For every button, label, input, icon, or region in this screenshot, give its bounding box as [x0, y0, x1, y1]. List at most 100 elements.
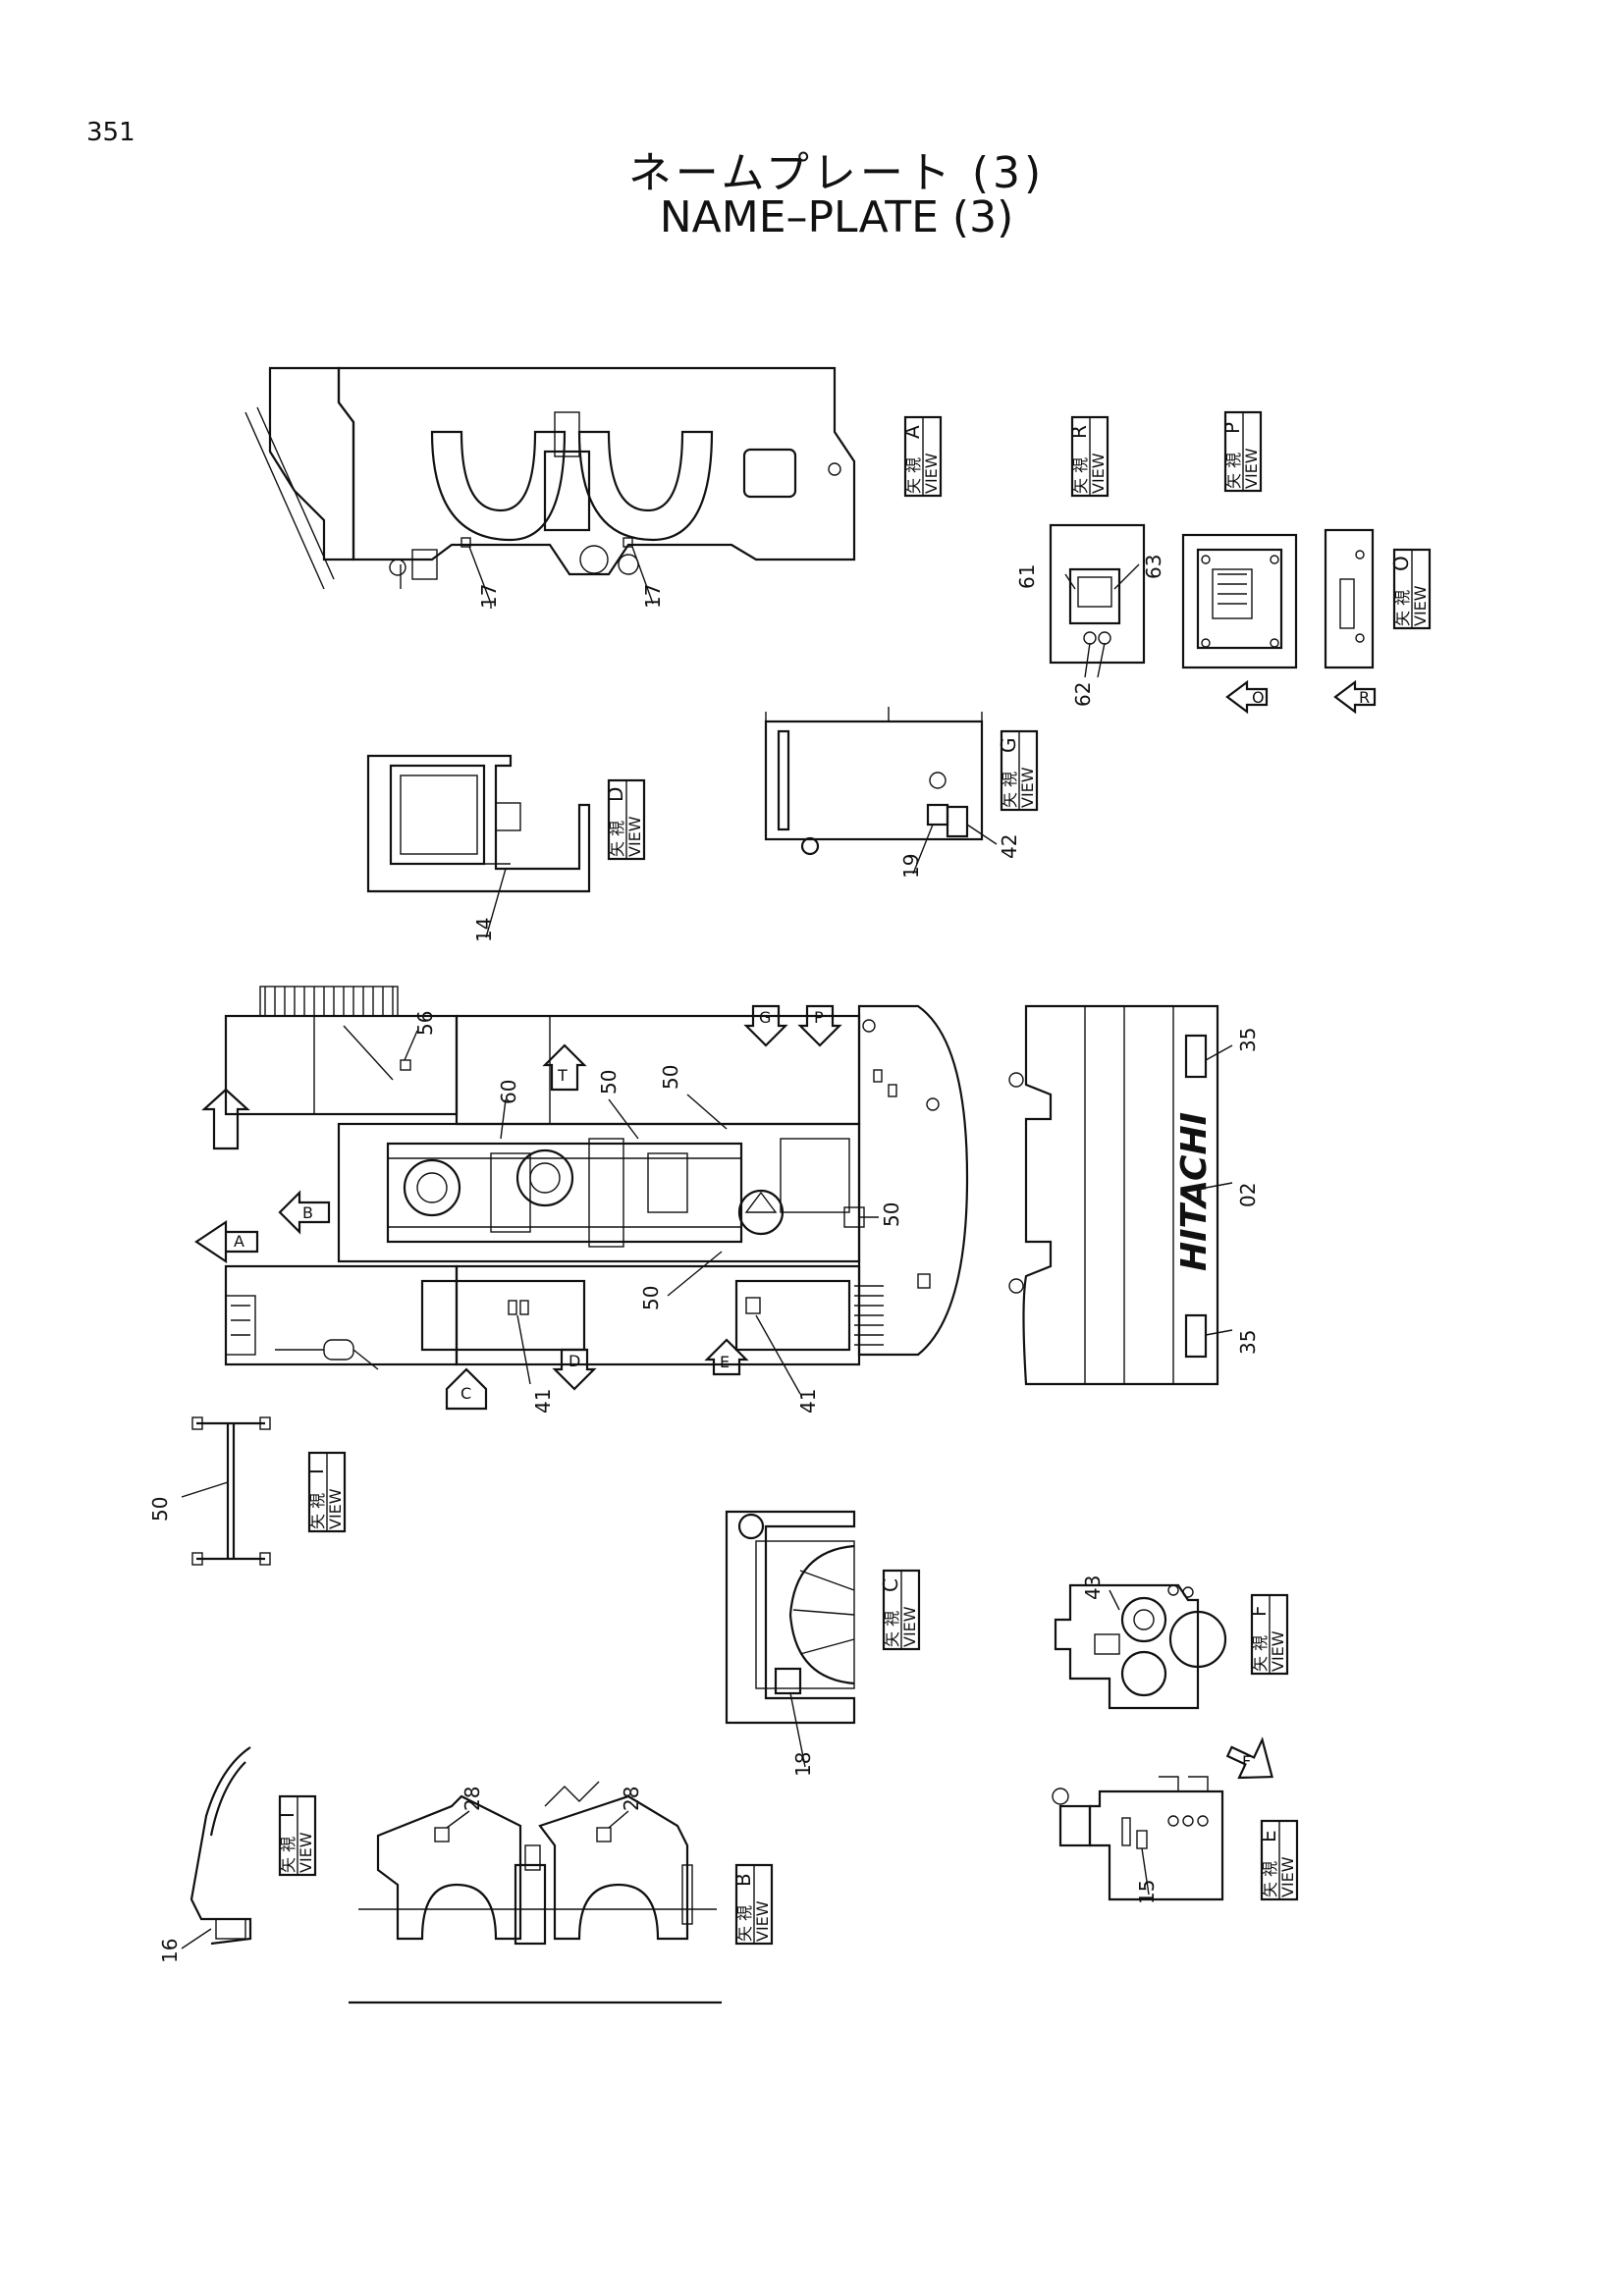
part-14: 14: [472, 918, 496, 942]
view-p-drawing: O: [1181, 533, 1298, 715]
view-o-drawing: R: [1324, 528, 1377, 715]
svg-text:VIEW: VIEW: [326, 1488, 345, 1529]
svg-text:VIEW: VIEW: [753, 1900, 772, 1942]
view-i-label: I: [304, 1468, 328, 1474]
view-tag-g: 矢 視 VIEW G: [997, 729, 1039, 812]
view-c-drawing: 18: [725, 1510, 856, 1777]
view-a-label: A: [900, 425, 924, 439]
view-i-drawing-top: 50: [148, 1416, 271, 1566]
arrow-a-label: A: [234, 1232, 244, 1251]
svg-text:VIEW: VIEW: [900, 1606, 919, 1647]
svg-text:矢 視: 矢 視: [1261, 1861, 1279, 1897]
view-e-drawing: 15 F: [1052, 1736, 1273, 1904]
svg-text:VIEW: VIEW: [1242, 448, 1261, 489]
svg-text:VIEW: VIEW: [297, 1832, 315, 1873]
view-tag-b: 矢 視 VIEW B: [731, 1863, 774, 1946]
part-28-a: 28: [460, 1787, 484, 1811]
part-19: 19: [899, 854, 923, 879]
svg-text:VIEW: VIEW: [1278, 1856, 1297, 1897]
part-35-top: 35: [1236, 1028, 1260, 1052]
arrow-p-label: P: [814, 1008, 824, 1027]
view-tag-c: 矢 視 VIEW C: [879, 1569, 921, 1651]
part-43: 43: [1081, 1575, 1105, 1600]
part-15: 15: [1135, 1880, 1159, 1904]
page-number: 351: [86, 118, 135, 147]
part-61: 61: [1015, 564, 1039, 589]
arrow-f-label: F: [1242, 1752, 1251, 1771]
svg-text:VIEW: VIEW: [1018, 767, 1037, 808]
svg-text:矢 視: 矢 視: [308, 1493, 327, 1529]
view-r-drawing: 61 63 62: [1015, 523, 1165, 707]
part-50-view-i: 50: [148, 1497, 172, 1522]
view-i-bottom-label: I: [275, 1812, 298, 1818]
view-b-label: B: [731, 1873, 755, 1887]
view-a-drawing: 17 17: [244, 366, 856, 609]
svg-text:VIEW: VIEW: [922, 453, 941, 494]
view-c-label: C: [879, 1578, 902, 1592]
part-17-b: 17: [641, 584, 665, 609]
view-f-label: F: [1247, 1605, 1271, 1617]
view-e-label: E: [1257, 1830, 1280, 1842]
page-title-english: NAME–PLATE (3): [659, 192, 1014, 242]
page-title-japanese: ネームプレート (3): [627, 148, 1046, 198]
arrow-t-label: T: [557, 1066, 568, 1085]
arrow-d-label: D: [568, 1352, 580, 1370]
svg-text:矢 視: 矢 視: [883, 1611, 901, 1647]
arrow-b-label: B: [302, 1203, 313, 1222]
svg-text:矢 視: 矢 視: [1393, 590, 1412, 626]
svg-text:矢 視: 矢 視: [608, 821, 626, 857]
svg-text:VIEW: VIEW: [1269, 1630, 1287, 1672]
svg-text:矢 視: 矢 視: [1071, 457, 1090, 494]
view-tag-d: 矢 視 VIEW D: [604, 778, 646, 861]
svg-text:VIEW: VIEW: [1089, 453, 1108, 494]
part-16: 16: [158, 1939, 182, 1963]
part-50-right: 50: [880, 1202, 903, 1227]
part-63: 63: [1142, 555, 1165, 579]
arrow-c-label: C: [460, 1384, 471, 1403]
svg-text:VIEW: VIEW: [1411, 585, 1430, 626]
svg-text:矢 視: 矢 視: [1001, 772, 1019, 808]
view-tag-a: 矢 視 VIEW A: [900, 415, 943, 498]
part-60: 60: [497, 1080, 520, 1104]
view-r-label: R: [1067, 425, 1091, 439]
part-62: 62: [1071, 682, 1095, 707]
view-p-label: P: [1220, 422, 1244, 434]
svg-text:矢 視: 矢 視: [735, 1905, 754, 1942]
arrow-e-label: E: [720, 1353, 730, 1371]
view-b-drawing: 28 28: [349, 1781, 722, 2004]
part-41-left: 41: [531, 1389, 555, 1414]
view-tag-f: 矢 視 VIEW F: [1247, 1593, 1289, 1676]
part-28-b: 28: [620, 1787, 643, 1811]
view-tag-i-top: 矢 視 VIEW I: [304, 1451, 347, 1533]
view-g-label: G: [997, 738, 1020, 754]
main-top-view: 56 50: [194, 986, 969, 1414]
view-tag-o: 矢 視 VIEW O: [1389, 548, 1432, 630]
part-35-bottom: 35: [1236, 1330, 1260, 1355]
view-f-drawing: 43: [1054, 1575, 1227, 1710]
view-tag-e: 矢 視 VIEW E: [1257, 1819, 1299, 1901]
part-42: 42: [998, 834, 1021, 859]
part-18: 18: [791, 1752, 815, 1777]
view-o-label: O: [1389, 556, 1413, 571]
part-50-top-b: 50: [659, 1065, 682, 1090]
part-02: 02: [1236, 1183, 1260, 1207]
svg-text:矢 視: 矢 視: [1251, 1635, 1270, 1672]
part-17-a: 17: [477, 584, 501, 609]
view-i-drawing-bottom: 16: [158, 1746, 252, 1963]
part-50-top-a: 50: [597, 1070, 621, 1095]
view-tag-r: 矢 視 VIEW R: [1067, 415, 1110, 498]
svg-text:矢 視: 矢 視: [1224, 453, 1243, 489]
view-tag-p: 矢 視 VIEW P: [1220, 410, 1263, 493]
svg-text:矢 視: 矢 視: [904, 457, 923, 494]
arrow-r-label: R: [1359, 688, 1370, 707]
svg-text:矢 視: 矢 視: [279, 1837, 298, 1873]
part-41-right: 41: [796, 1389, 820, 1414]
part-50-bottom: 50: [639, 1286, 663, 1310]
view-d-label: D: [604, 787, 627, 802]
counterweight-view: HITACHI 35 02 35: [1008, 1004, 1260, 1386]
view-d-drawing: 14: [366, 754, 591, 942]
hitachi-logo: HITACHI: [1174, 1112, 1215, 1271]
svg-text:VIEW: VIEW: [625, 816, 644, 857]
view-g-drawing: 19 42: [764, 707, 1021, 879]
